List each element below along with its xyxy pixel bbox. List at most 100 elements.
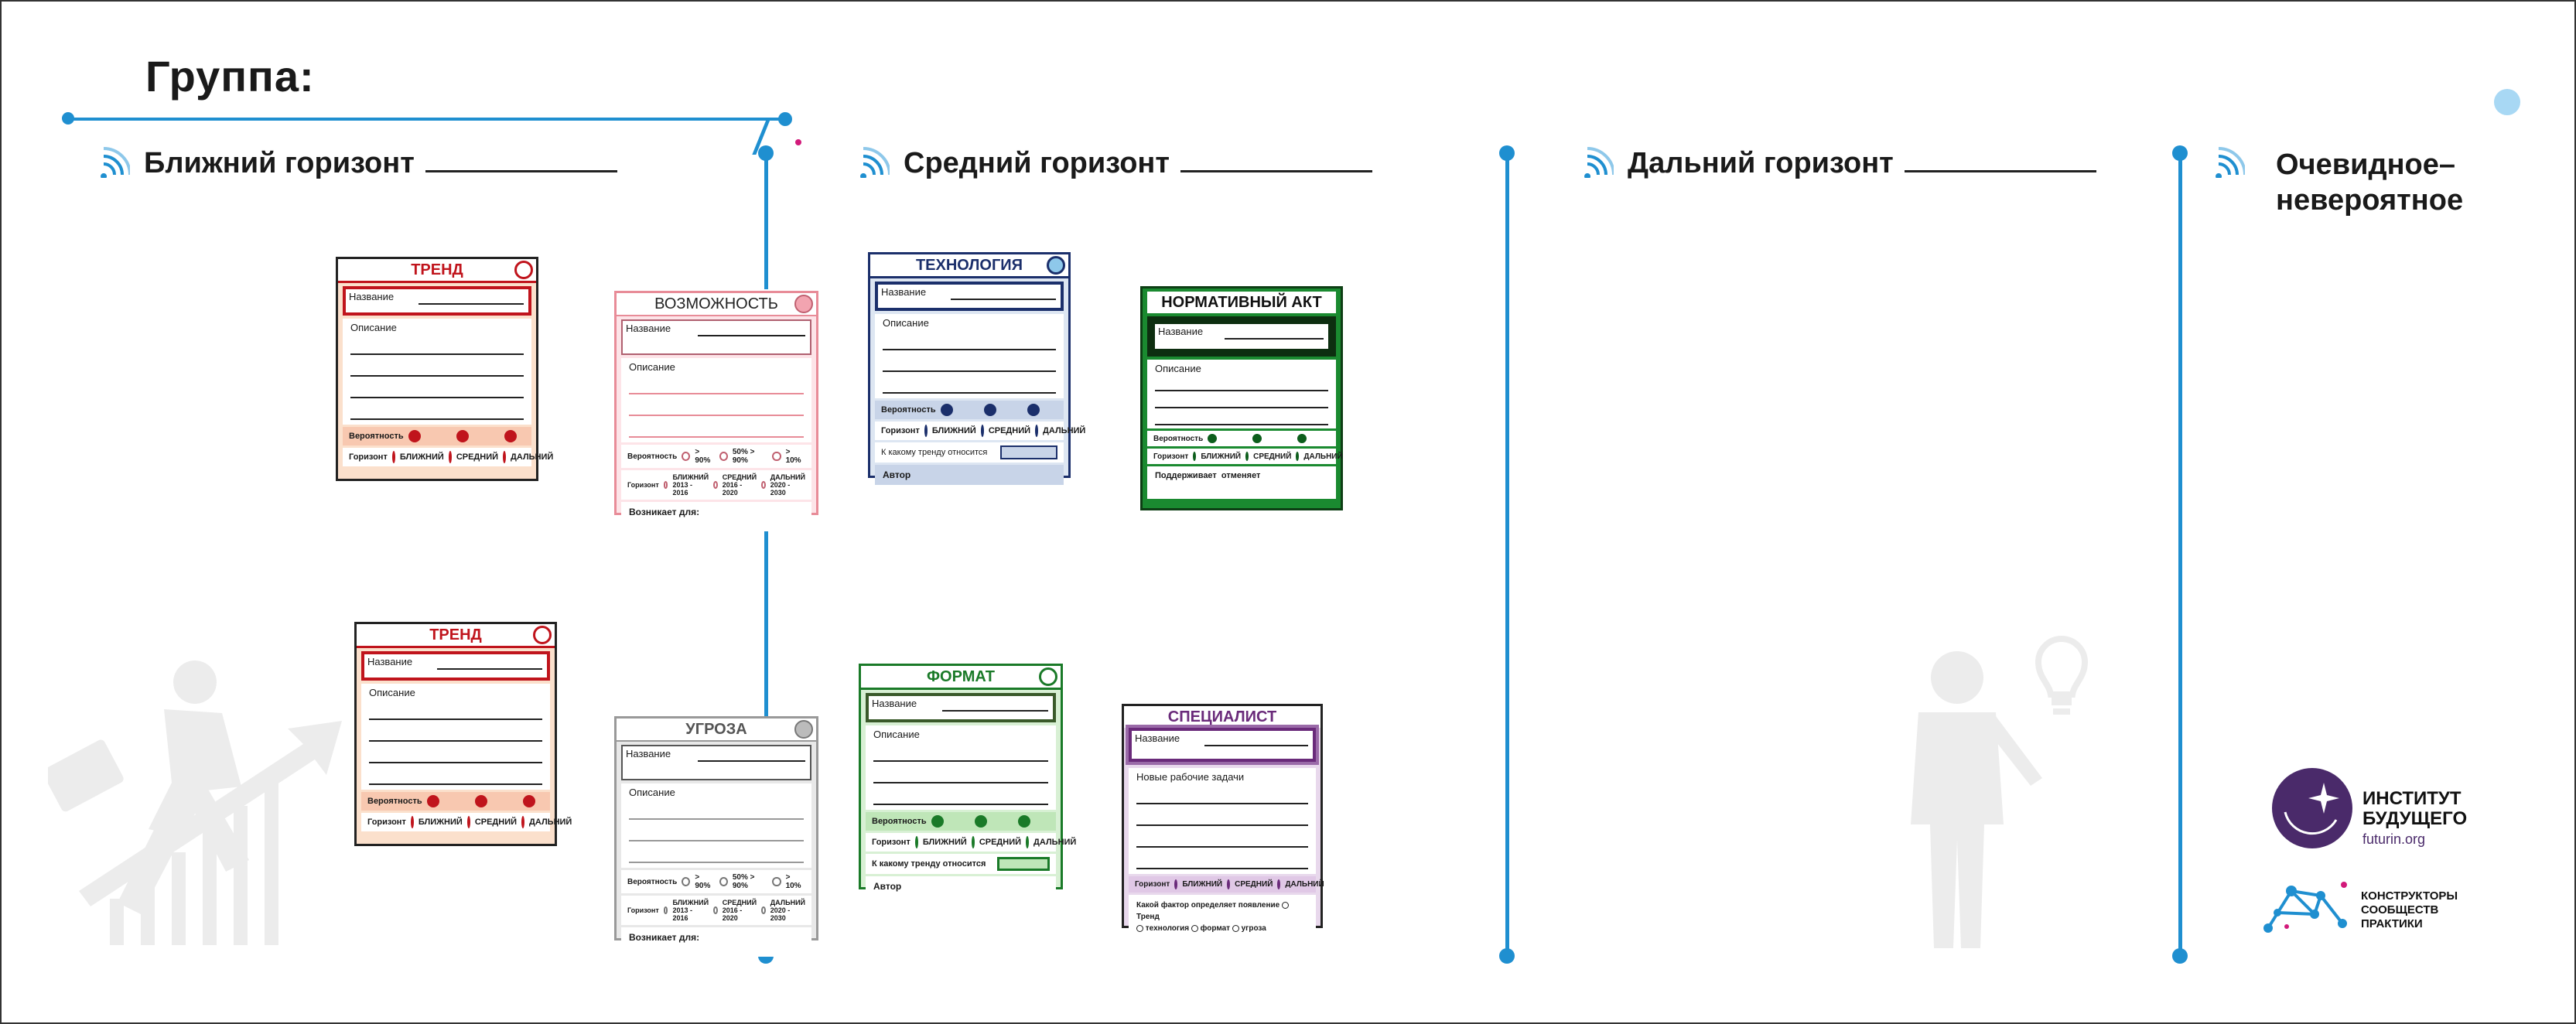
probability-row[interactable]: Вероятность> 90%50% > 90%> 10% [621, 445, 811, 468]
horizon-near: Ближний горизонт [101, 147, 617, 180]
description-label: Описание [873, 729, 920, 740]
signal-icon [101, 147, 130, 178]
arises-for-field[interactable]: Возникает для: [621, 927, 811, 957]
probability-row[interactable]: Вероятность [361, 792, 550, 811]
description-label: Описание [629, 361, 675, 373]
description-label: Описание [369, 687, 415, 698]
name-field[interactable]: Название [1129, 728, 1316, 762]
description-lines[interactable] [866, 740, 1056, 805]
marker-circle-icon [533, 626, 552, 644]
signal-icon [2216, 147, 2245, 178]
horizon-improbable: Очевидное– невероятное [2216, 147, 2463, 218]
card-title: ТЕХНОЛОГИЯ [870, 254, 1068, 278]
institute-url: futurin.org [2362, 831, 2426, 847]
constructors-line1: КОНСТРУКТОРЫ [2361, 889, 2458, 903]
probability-row[interactable]: Вероятность> 90%50% > 90%> 10% [621, 870, 811, 893]
separator-1-top [764, 153, 768, 289]
constructors-logo: КОНСТРУКТОРЫ СООБЩЕСТВ ПРАКТИКИ [2260, 880, 2469, 934]
separator-dot [2172, 145, 2188, 161]
card-title: ФОРМАТ [861, 666, 1061, 690]
probability-row[interactable]: Вероятность [343, 427, 531, 445]
marker-circle-icon [794, 295, 813, 313]
description-label: Описание [1155, 363, 1201, 374]
card-title: НОРМАТИВНЫЙ АКТ [1147, 292, 1336, 313]
card-technology: ТЕХНОЛОГИЯ Название Описание Вероятность… [868, 252, 1085, 485]
separator-2 [1505, 153, 1509, 956]
title-underline [67, 118, 786, 121]
description-lines[interactable] [621, 373, 811, 438]
probability-row[interactable]: Вероятность [1147, 431, 1336, 446]
description-lines[interactable] [875, 329, 1064, 394]
climbing-man-illustration [48, 660, 342, 945]
marker-circle-icon [514, 261, 533, 279]
marker-circle-icon [794, 720, 813, 739]
horizon-far: Дальний горизонт [1584, 147, 2096, 180]
card-specialist: СПЕЦИАЛИСТ Название Новые рабочие задачи… [1122, 704, 1324, 935]
separator-dot [2172, 948, 2188, 964]
author-field[interactable]: Автор [875, 465, 1064, 485]
name-field[interactable]: Название [361, 651, 550, 681]
name-field[interactable]: Название [1147, 316, 1336, 357]
separator-dot [1499, 948, 1515, 964]
institute-logo: ИНСТИТУТ БУДУЩЕГО futurin.org [2270, 766, 2467, 851]
separator-dot [1499, 145, 1515, 161]
name-field[interactable]: Название [343, 286, 531, 316]
separator-dot [758, 145, 774, 161]
factor-field[interactable]: Какой фактор определяет появление Тренд … [1129, 895, 1316, 935]
description-lines[interactable] [1147, 374, 1336, 425]
name-field[interactable]: Название [621, 319, 811, 355]
institute-name-line2: БУДУЩЕГО [2362, 808, 2468, 829]
card-threat: УГРОЗА Название Описание Вероятность> 90… [614, 716, 818, 957]
separator-1-mid [764, 518, 768, 716]
description-label: Описание [629, 787, 675, 798]
title-line-start-dot [62, 112, 74, 125]
card-title: ВОЗМОЖНОСТЬ [617, 293, 816, 316]
institute-emblem-icon [2272, 768, 2352, 848]
accent-dot [795, 139, 801, 145]
idea-man-illustration [1911, 636, 2089, 948]
description-lines[interactable] [621, 798, 811, 863]
signal-icon [860, 147, 890, 178]
card-title: УГРОЗА [617, 719, 816, 742]
card-trend: ТРЕНД Название Описание Вероятность Гори… [354, 622, 572, 846]
description-lines[interactable] [361, 698, 550, 785]
constructors-line3: ПРАКТИКИ [2361, 917, 2423, 930]
card-trend: ТРЕНД Название Описание Вероятность Гори… [336, 257, 553, 481]
card-title: СПЕЦИАЛИСТ [1124, 706, 1320, 728]
card-title: ТРЕНД [338, 259, 536, 283]
description-label: Описание [350, 322, 397, 333]
separator-3 [2178, 153, 2182, 956]
page-title: Группа: [145, 52, 315, 101]
trend-link-field[interactable]: К какому тренду относится [866, 854, 1056, 874]
network-icon [2263, 882, 2347, 933]
description-lines[interactable] [343, 333, 531, 420]
tasks-lines[interactable] [1129, 783, 1316, 869]
card-normative-act: НОРМАТИВНЫЙ АКТ Название Описание Вероят… [1140, 286, 1343, 510]
name-field[interactable]: Название [866, 693, 1056, 722]
tasks-label: Новые рабочие задачи [1136, 771, 1245, 783]
institute-name-line1: ИНСТИТУТ [2362, 788, 2462, 809]
author-field[interactable]: Автор [866, 876, 1056, 896]
marker-circle-icon [1039, 667, 1057, 686]
name-field[interactable]: Название [875, 282, 1064, 311]
probability-row[interactable]: Вероятность [875, 401, 1064, 419]
support-cancel-field[interactable]: Поддерживает отменяет [1147, 466, 1336, 499]
name-field[interactable]: Название [621, 745, 811, 780]
card-title: ТРЕНД [357, 624, 555, 648]
corner-dot [2494, 89, 2520, 115]
arises-for-field[interactable]: Возникает для: [621, 502, 811, 531]
card-opportunity: ВОЗМОЖНОСТЬ Название Описание Вероятност… [614, 291, 818, 531]
probability-row[interactable]: Вероятность [866, 812, 1056, 831]
marker-circle-icon [1047, 256, 1065, 275]
trend-link-field[interactable]: К какому тренду относится [875, 442, 1064, 463]
title-line-end-dot [778, 112, 792, 126]
